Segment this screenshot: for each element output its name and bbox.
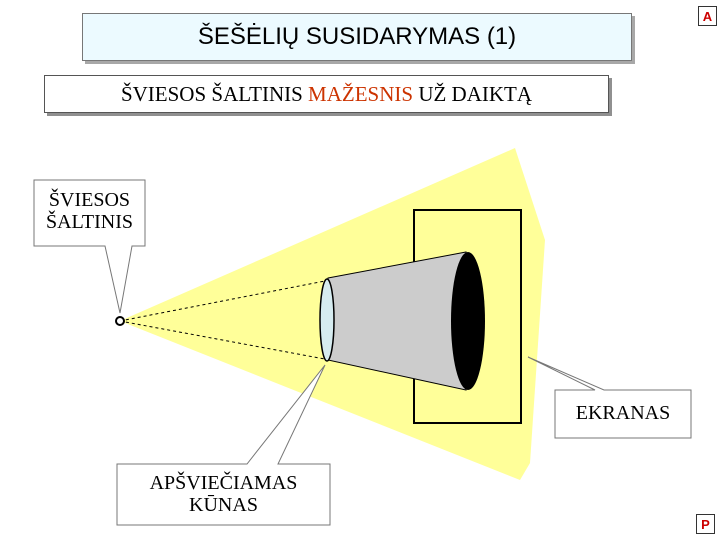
callout-light-source-label: ŠVIESOS ŠALTINIS — [34, 189, 145, 233]
callout-object-line-1: APŠVIEČIAMAS — [149, 472, 298, 494]
shadow-spot — [451, 252, 485, 390]
light-source-point — [115, 316, 125, 326]
callout-light-source-line-1: ŠVIESOS — [48, 189, 131, 211]
subtitle-text-after: UŽ DAIKTĄ — [413, 81, 533, 106]
callout-screen-label: EKRANAS — [555, 402, 691, 424]
callout-object-line-2: KŪNAS — [189, 494, 258, 516]
subtitle-text-accent: MAŽESNIS — [308, 81, 414, 106]
slide-title-text: ŠEŠĖLIŲ SUSIDARYMAS (1) — [197, 23, 517, 50]
corner-button-p-label: P — [701, 516, 710, 532]
slide-subtitle: ŠVIESOS ŠALTINIS MAŽESNIS UŽ DAIKTĄ — [44, 75, 609, 113]
callout-light-source — [33, 179, 146, 314]
corner-button-a[interactable]: A — [698, 6, 717, 26]
callout-object — [116, 364, 331, 526]
callout-screen-text: EKRANAS — [575, 402, 671, 424]
illuminated-object — [319, 278, 335, 362]
slide-title: ŠEŠĖLIŲ SUSIDARYMAS (1) — [82, 13, 632, 61]
corner-button-a-label: A — [702, 8, 713, 24]
corner-button-p[interactable]: P — [696, 514, 715, 534]
subtitle-text-before: ŠVIESOS ŠALTINIS — [120, 81, 309, 106]
callout-screen — [527, 356, 692, 439]
callout-object-label: APŠVIEČIAMAS KŪNAS — [117, 472, 330, 516]
callout-light-source-line-2: ŠALTINIS — [45, 211, 134, 233]
